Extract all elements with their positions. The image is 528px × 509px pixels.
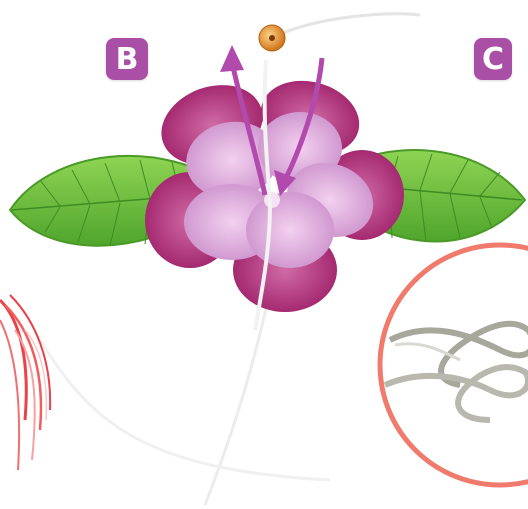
bead-icon bbox=[259, 25, 285, 51]
step-c-badge: C bbox=[474, 38, 512, 80]
thread-line bbox=[40, 340, 330, 480]
knot-detail-circle bbox=[380, 245, 528, 485]
flower bbox=[145, 70, 404, 312]
thread-line bbox=[270, 14, 420, 40]
step-b-badge: B bbox=[106, 38, 148, 80]
tassel-fragment bbox=[0, 295, 50, 470]
